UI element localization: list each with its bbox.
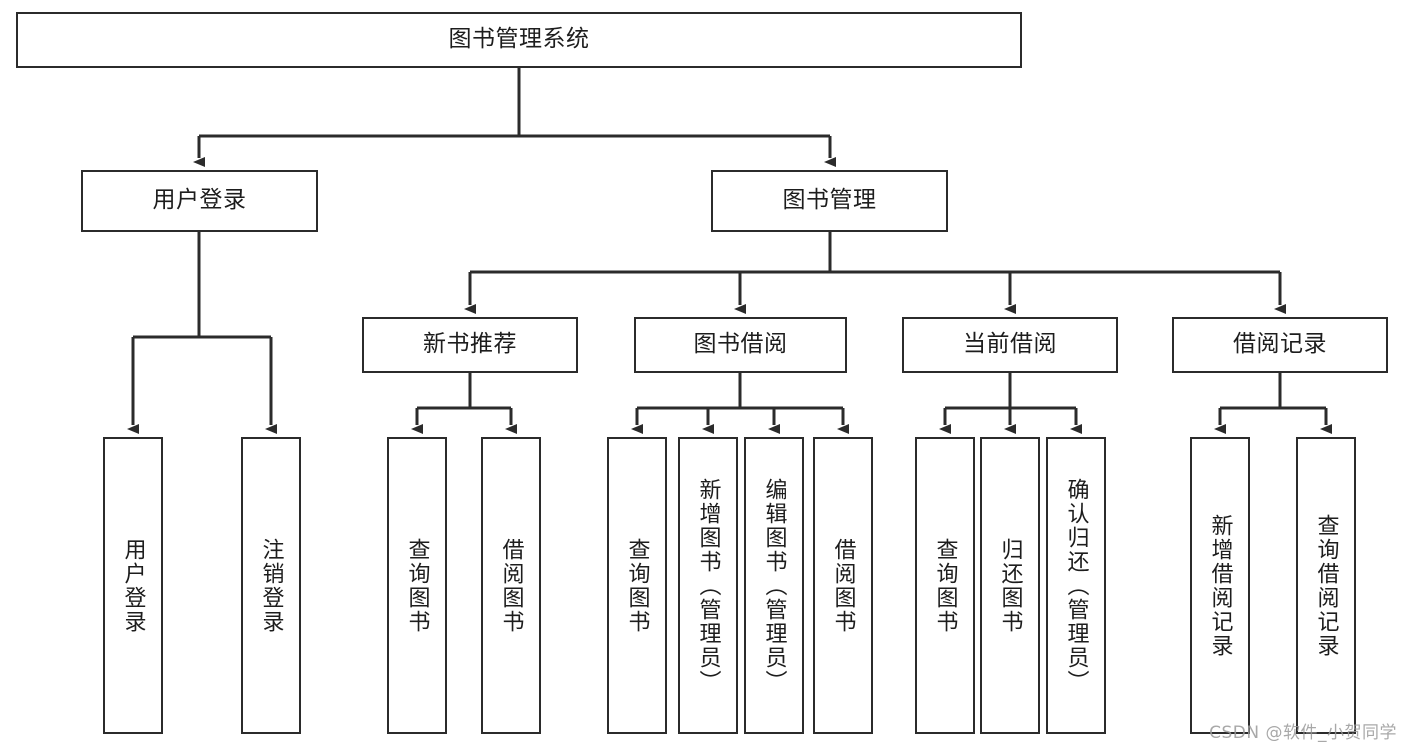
leaf-confirm-return-admin[interactable]: 确认归还（管理员） — [1046, 437, 1106, 734]
leaf-query-book-borrow[interactable]: 查询图书 — [607, 437, 667, 734]
leaf-label: 新增借阅记录 — [1207, 513, 1233, 658]
leaf-return-book[interactable]: 归还图书 — [980, 437, 1040, 734]
leaf-label: 确认归还（管理员） — [1063, 477, 1089, 694]
leaf-label: 归还图书 — [997, 537, 1023, 634]
leaf-add-book-admin[interactable]: 新增图书（管理员） — [678, 437, 738, 734]
node-user-login-label: 用户登录 — [152, 187, 247, 214]
node-book-borrow-label: 图书借阅 — [693, 331, 788, 358]
watermark-text: CSDN @软件_小贺同学 — [1209, 723, 1397, 743]
leaf-query-book-current[interactable]: 查询图书 — [915, 437, 975, 734]
leaf-label: 借阅图书 — [830, 537, 856, 634]
leaf-label: 查询图书 — [932, 537, 958, 634]
leaf-label: 借阅图书 — [498, 537, 524, 634]
leaf-label: 查询借阅记录 — [1313, 513, 1339, 658]
node-new-book-recommend-label: 新书推荐 — [423, 331, 517, 358]
node-current-borrow-label: 当前借阅 — [963, 331, 1057, 358]
leaf-label: 编辑图书（管理员） — [761, 477, 787, 694]
leaf-label: 注销登录 — [258, 537, 284, 634]
leaf-borrow-book-recommend[interactable]: 借阅图书 — [481, 437, 541, 734]
leaf-borrow-book[interactable]: 借阅图书 — [813, 437, 873, 734]
node-book-borrow[interactable]: 图书借阅 — [634, 317, 847, 373]
node-book-management[interactable]: 图书管理 — [711, 170, 948, 232]
leaf-user-login[interactable]: 用户登录 — [103, 437, 163, 734]
node-current-borrow[interactable]: 当前借阅 — [902, 317, 1118, 373]
node-book-management-label: 图书管理 — [782, 187, 877, 214]
leaf-edit-book-admin[interactable]: 编辑图书（管理员） — [744, 437, 804, 734]
leaf-logout[interactable]: 注销登录 — [241, 437, 301, 734]
leaf-query-borrow-record[interactable]: 查询借阅记录 — [1296, 437, 1356, 734]
node-user-login[interactable]: 用户登录 — [81, 170, 318, 232]
leaf-label: 用户登录 — [120, 537, 146, 634]
node-borrow-record[interactable]: 借阅记录 — [1172, 317, 1388, 373]
node-borrow-record-label: 借阅记录 — [1233, 331, 1327, 358]
node-new-book-recommend[interactable]: 新书推荐 — [362, 317, 578, 373]
node-root[interactable]: 图书管理系统 — [16, 12, 1022, 68]
leaf-label: 新增图书（管理员） — [695, 477, 721, 694]
leaf-query-book-recommend[interactable]: 查询图书 — [387, 437, 447, 734]
leaf-add-borrow-record[interactable]: 新增借阅记录 — [1190, 437, 1250, 734]
node-root-label: 图书管理系统 — [448, 26, 590, 53]
leaf-label: 查询图书 — [624, 537, 650, 634]
leaf-label: 查询图书 — [404, 537, 430, 634]
